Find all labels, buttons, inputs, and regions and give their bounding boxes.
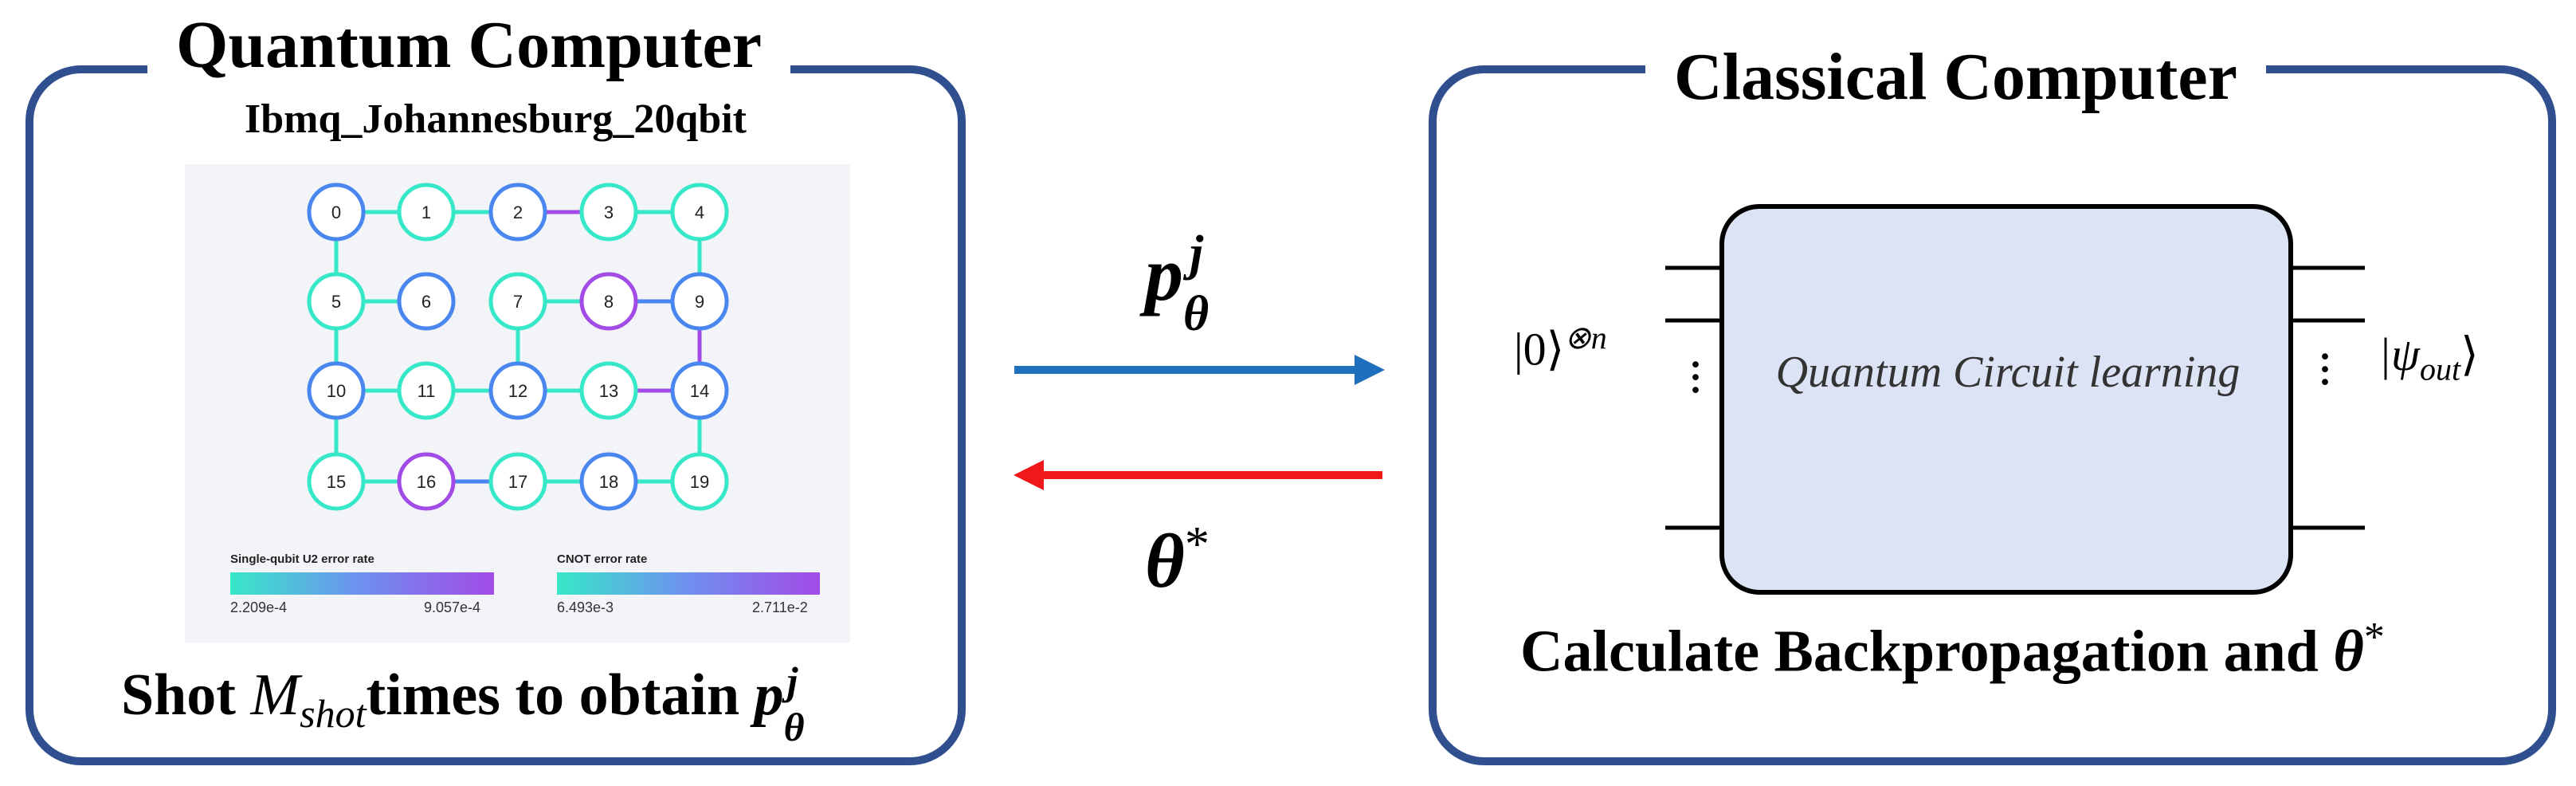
legend-u2-min: 2.209e-4 <box>230 599 288 615</box>
qubit-label-10: 10 <box>327 381 346 401</box>
qubit-node-11: 11 <box>397 361 456 420</box>
qubit-node-16: 16 <box>397 452 456 511</box>
qubit-node-10: 10 <box>307 361 366 420</box>
forward-arrow <box>1014 355 1385 385</box>
qubit-node-9: 9 <box>670 272 729 331</box>
qubit-label-13: 13 <box>599 381 618 401</box>
input-state-label: |0⟩⊗n <box>1514 320 1607 375</box>
qubit-label-17: 17 <box>508 472 527 492</box>
caption-post: times to obtain <box>366 662 755 728</box>
backward-arrow <box>1014 460 1382 490</box>
qubit-node-7: 7 <box>488 272 547 331</box>
qubit-node-5: 5 <box>307 272 366 331</box>
qubit-node-14: 14 <box>670 361 729 420</box>
quantum-circuit-label: Quantum Circuit learning <box>1775 348 2241 397</box>
qubit-node-12: 12 <box>488 361 547 420</box>
qubit-label-18: 18 <box>599 472 618 492</box>
qubit-label-9: 9 <box>695 292 704 312</box>
legend-cnot-title: CNOT error rate <box>557 552 648 566</box>
qubit-node-4: 4 <box>670 183 729 242</box>
qubit-label-5: 5 <box>331 292 341 312</box>
qubit-node-8: 8 <box>579 272 638 331</box>
qubit-label-11: 11 <box>418 381 436 401</box>
qubit-node-2: 2 <box>488 183 547 242</box>
legend-u2-title: Single-qubit U2 error rate <box>230 552 374 566</box>
quantum-computer-title: Quantum Computer <box>147 2 791 89</box>
device-name: Ibmq_Johannesburg_20qbit <box>245 96 747 142</box>
legend-u2-bar <box>230 572 494 595</box>
qubit-node-3: 3 <box>579 183 638 242</box>
qubit-node-18: 18 <box>579 452 638 511</box>
qubit-node-13: 13 <box>579 361 638 420</box>
qubit-node-0: 0 <box>307 183 366 242</box>
qubit-label-0: 0 <box>331 202 341 222</box>
qubit-node-19: 19 <box>670 452 729 511</box>
qubit-label-2: 2 <box>513 202 523 222</box>
qubit-label-6: 6 <box>421 292 431 312</box>
output-vdots: ··· <box>2319 336 2332 403</box>
classical-caption: Calculate Backpropagation and θ* <box>1520 615 2385 685</box>
legend-u2-max: 9.057e-4 <box>424 599 481 615</box>
legend-cnot-min: 6.493e-3 <box>557 599 614 615</box>
quantum-circuit-block <box>1719 204 2293 595</box>
qubit-label-1: 1 <box>421 202 431 222</box>
qubit-label-3: 3 <box>604 202 614 222</box>
caption-pre: Shot <box>121 662 251 728</box>
qubit-label-15: 15 <box>327 472 346 492</box>
qubit-label-14: 14 <box>690 381 709 401</box>
qubit-node-15: 15 <box>307 452 366 511</box>
input-vdots: ··· <box>1689 344 1703 411</box>
qubit-label-8: 8 <box>604 292 614 312</box>
legend-cnot-max: 2.711e-2 <box>752 599 808 615</box>
caption-m-shot: Mshot <box>250 662 367 736</box>
qubit-label-19: 19 <box>690 472 709 492</box>
qubit-label-12: 12 <box>508 381 527 401</box>
qubit-label-7: 7 <box>513 292 523 312</box>
qubit-label-16: 16 <box>417 472 436 492</box>
legend-cnot-bar <box>557 572 820 595</box>
output-state-label: |ψout⟩ <box>2378 328 2479 387</box>
qubit-node-17: 17 <box>488 452 547 511</box>
qubit-node-1: 1 <box>397 183 456 242</box>
qubit-node-6: 6 <box>397 272 456 331</box>
classical-computer-title: Classical Computer <box>1645 33 2266 121</box>
backward-arrow-label: θ* <box>1145 517 1210 603</box>
qubit-label-4: 4 <box>695 202 704 222</box>
